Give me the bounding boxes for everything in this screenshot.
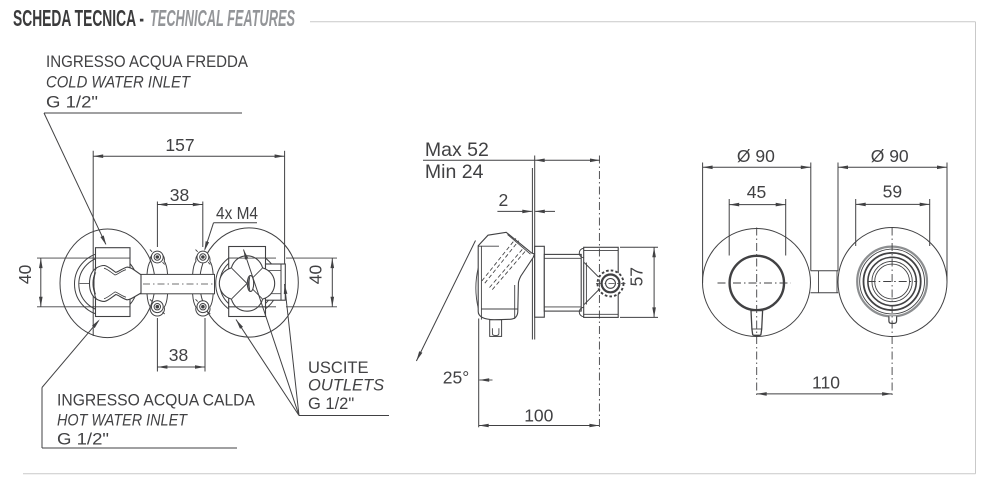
- svg-text:38: 38: [170, 185, 189, 205]
- svg-text:Ø 90: Ø 90: [737, 146, 775, 166]
- svg-text:SCHEDA TECNICA -: SCHEDA TECNICA -: [13, 5, 144, 31]
- svg-text:Ø 90: Ø 90: [871, 146, 909, 166]
- svg-text:TECHNICAL FEATURES: TECHNICAL FEATURES: [150, 5, 295, 31]
- svg-text:25°: 25°: [443, 368, 469, 388]
- svg-text:4x M4: 4x M4: [216, 203, 258, 223]
- svg-text:110: 110: [812, 373, 840, 393]
- svg-text:100: 100: [524, 405, 553, 425]
- svg-text:G 1/2": G 1/2": [46, 94, 98, 112]
- svg-text:OUTLETS: OUTLETS: [308, 377, 384, 395]
- svg-text:G 1/2": G 1/2": [308, 395, 354, 413]
- svg-text:59: 59: [883, 182, 902, 202]
- svg-text:INGRESSO ACQUA CALDA: INGRESSO ACQUA CALDA: [57, 392, 255, 410]
- svg-text:Min 24: Min 24: [425, 161, 484, 183]
- svg-text:38: 38: [169, 345, 188, 365]
- svg-text:45: 45: [747, 182, 766, 202]
- svg-text:G 1/2": G 1/2": [57, 431, 109, 449]
- svg-text:40: 40: [15, 264, 35, 284]
- svg-text:2: 2: [499, 190, 509, 210]
- svg-text:INGRESSO ACQUA FREDDA: INGRESSO ACQUA FREDDA: [46, 53, 248, 71]
- svg-text:Max 52: Max 52: [425, 139, 489, 161]
- svg-text:USCITE: USCITE: [308, 359, 369, 377]
- svg-text:HOT WATER INLET: HOT WATER INLET: [57, 412, 189, 430]
- svg-text:57: 57: [627, 267, 647, 286]
- svg-text:COLD WATER INLET: COLD WATER INLET: [46, 74, 192, 92]
- svg-text:157: 157: [165, 135, 194, 155]
- svg-text:40: 40: [306, 265, 326, 285]
